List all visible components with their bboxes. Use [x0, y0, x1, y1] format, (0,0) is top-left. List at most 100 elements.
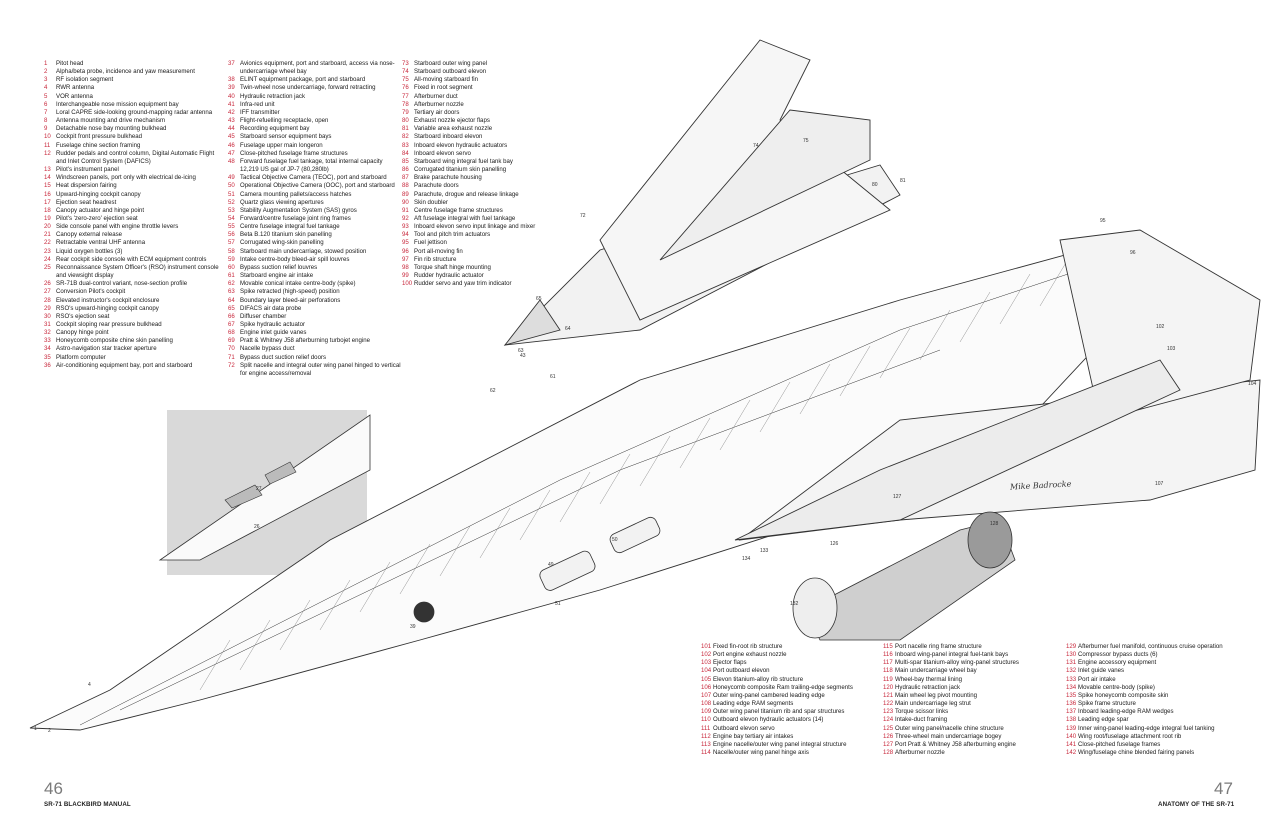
- legend-item-text: All-moving starboard fin: [414, 76, 479, 84]
- legend-item-number: 125: [883, 724, 894, 732]
- legend-item-text: VOR antenna: [56, 92, 93, 100]
- callout-label: 65: [536, 296, 542, 302]
- legend-item-number: 27: [44, 288, 51, 296]
- legend-item-number: 141: [1066, 740, 1077, 748]
- legend-item-text: Intake centre-body bleed-air spill louvr…: [240, 255, 350, 263]
- legend-item-text: Movable centre-body (spike): [1078, 683, 1155, 691]
- legend-item-text: Recording equipment bay: [240, 125, 310, 133]
- legend-item-number: 22: [44, 239, 51, 247]
- legend-item-text: Rudder pedals and control column, Digita…: [56, 149, 215, 165]
- legend-item-text: Canopy hinge point: [56, 329, 109, 337]
- legend-item-number: 57: [228, 239, 235, 247]
- legend-item-number: 28: [44, 296, 51, 304]
- legend-item-text: Movable conical intake centre-body (spik…: [240, 280, 356, 288]
- legend-item-number: 87: [402, 174, 409, 182]
- legend-item-number: 30: [44, 312, 51, 320]
- legend-item-number: 97: [402, 255, 409, 263]
- legend-item-number: 1: [44, 60, 48, 67]
- page-number-left: 46: [44, 779, 63, 798]
- legend-item-number: 32: [44, 329, 51, 337]
- legend-item-text: Inner wing-panel leading-edge integral f…: [1078, 724, 1215, 732]
- legend-item-text: Close-pitched fuselage frames: [1078, 740, 1161, 748]
- callout-label: 95: [1100, 218, 1106, 224]
- legend-item-number: 85: [402, 157, 409, 165]
- legend-item-text: Variable area exhaust nozzle: [414, 125, 493, 133]
- legend-item-text: Spike frame structure: [1078, 700, 1136, 708]
- legend-item-number: 110: [701, 716, 711, 724]
- legend-item-number: 34: [44, 345, 51, 353]
- legend-item-text: Bypass suction relief louvres: [240, 263, 318, 271]
- legend-item-number: 67: [228, 321, 235, 328]
- legend-item-number: 55: [228, 223, 235, 231]
- legend-item-number: 2: [44, 68, 48, 76]
- legend-item-text: Compressor bypass ducts (6): [1078, 651, 1158, 659]
- legend-item-number: 59: [228, 255, 235, 263]
- legend-item-text: Retractable ventral UHF antenna: [56, 239, 146, 247]
- legend-item-text: Engine accessory equipment: [1078, 659, 1157, 667]
- legend-item-number: 36: [44, 361, 51, 369]
- legend-item-text: Outer wing-panel cambered leading edge: [713, 691, 825, 699]
- legend-item-text: Pitot head: [56, 60, 84, 67]
- callout-label: 103: [1167, 346, 1176, 352]
- legend-item-text: Interchangeable nose mission equipment b…: [56, 100, 179, 108]
- legend-item-number: 53: [228, 206, 235, 214]
- legend-item-number: 60: [228, 263, 235, 271]
- legend-item-number: 90: [402, 198, 409, 206]
- legend-item-text: Engine bay tertiary air intakes: [713, 732, 794, 740]
- legend-item-number: 139: [1066, 724, 1077, 732]
- legend-item-text: Multi-spar titanium-alloy wing-panel str…: [895, 659, 1019, 667]
- callout-label: 102: [1156, 324, 1165, 330]
- legend-item-number: 80: [402, 117, 409, 125]
- legend-item-text: Main undercarriage wheel bay: [895, 667, 977, 675]
- legend-item-number: 31: [44, 321, 51, 328]
- legend-item-number: 112: [701, 732, 711, 740]
- legend-item-text: Quartz glass viewing apertures: [240, 198, 324, 206]
- legend-item-text: Parachute doors: [414, 182, 459, 190]
- callout-label: 2: [48, 728, 51, 734]
- legend-item-text: Torque shaft hinge mounting: [414, 263, 491, 271]
- legend-item-text: Port nacelle ring frame structure: [895, 643, 982, 650]
- legend-item-number: 120: [883, 683, 894, 691]
- legend-item-number: 63: [228, 288, 235, 296]
- legend-item-text: Centre fuselage integral fuel tankage: [240, 223, 340, 231]
- callout-label: 43: [520, 353, 526, 359]
- legend-item-text: Afterburner duct: [414, 92, 458, 100]
- callout-label: 1: [34, 726, 37, 732]
- legend-item-number: 35: [44, 353, 51, 361]
